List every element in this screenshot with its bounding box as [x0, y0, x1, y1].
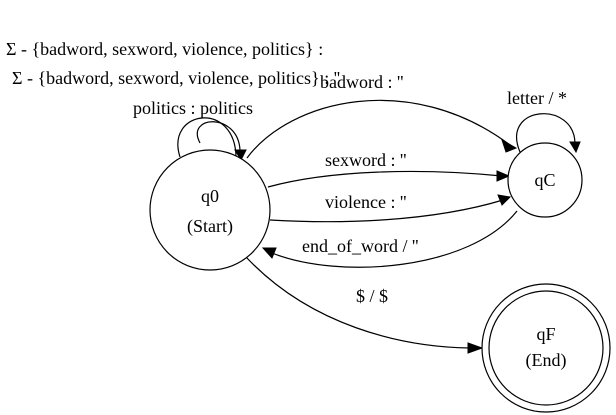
edge-q0-self-politics	[196, 121, 241, 151]
edge-q0-self-arrow	[234, 149, 247, 162]
edge-q0-qC-violence-arrow	[497, 194, 512, 206]
edge-qC-self-letter	[516, 113, 576, 153]
edge-q0-qF	[245, 256, 471, 349]
label-q0-qC-sexword: sexword : ''	[325, 150, 406, 170]
state-q0-name: q0	[201, 186, 219, 206]
state-q0-sub: (Start)	[187, 216, 233, 237]
edge-q0-qC-badword	[246, 99, 511, 159]
edge-qC-q0-end	[271, 210, 518, 268]
state-qC	[507, 142, 583, 218]
edge-qC-self-letter-arrow	[569, 141, 581, 154]
label-qC-q0-end: end_of_word / ''	[302, 236, 418, 256]
edge-qC-q0-end-arrow	[261, 247, 277, 259]
state-qF-name: qF	[536, 324, 555, 344]
label-qC-self-letter: letter / *	[507, 88, 567, 108]
label-q0-qC-violence: violence : ''	[325, 192, 406, 212]
edge-q0-qC-badword-arrow	[501, 138, 518, 153]
label-q0-qF: $ / $	[356, 286, 388, 306]
edge-q0-qF-arrow	[467, 342, 484, 354]
label-q0-qC-sigma: Σ - {badword, sexword, violence, politic…	[12, 68, 340, 88]
label-q0-self-sigma: Σ - {badword, sexword, violence, politic…	[6, 39, 323, 59]
edge-q0-qC-sexword-arrow	[496, 170, 511, 182]
edge-q0-qC-violence	[269, 199, 504, 223]
edge-q0-qC-sexword	[267, 170, 503, 188]
state-q0	[149, 149, 271, 271]
state-qF-inner	[488, 290, 604, 406]
edge-q0-self-sigma	[177, 117, 237, 158]
label-q0-qC-badword: badword : ''	[320, 72, 403, 92]
state-qF-sub: (End)	[526, 350, 567, 371]
label-q0-self-politics: politics : politics	[133, 98, 253, 118]
state-qC-name: qC	[534, 170, 555, 190]
